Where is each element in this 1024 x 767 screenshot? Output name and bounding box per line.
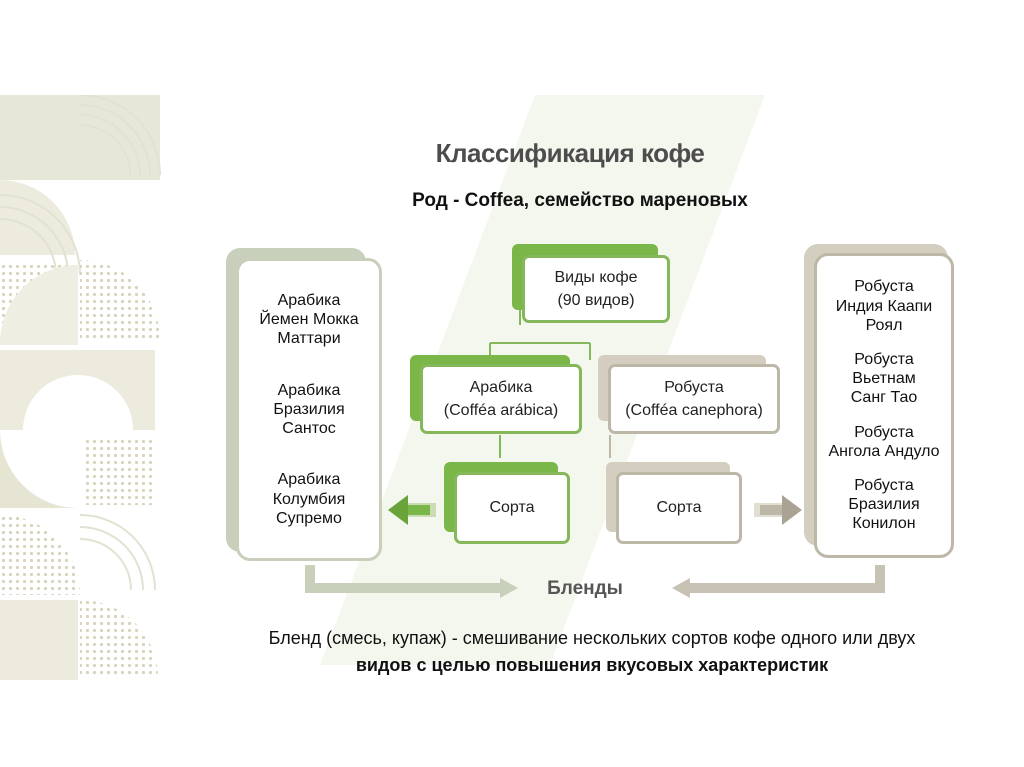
arabica-variety-item: Арабика Бразилия Сантос xyxy=(273,381,345,438)
varieties-label: Сорта xyxy=(656,499,702,517)
species-box-arabica: Арабика (Cofféa arábica) xyxy=(420,364,582,434)
blend-definition: Бленд (смесь, купаж) - смешивание нескол… xyxy=(150,625,1024,679)
varieties-box-arabica: Сорта xyxy=(454,472,570,544)
robusta-variety-item: Робуста Ангола Андуло xyxy=(828,423,940,460)
root-species-box: Виды кофе (90 видов) xyxy=(522,255,670,323)
varieties-box-robusta: Сорта xyxy=(616,472,742,544)
blends-label: Бленды xyxy=(547,578,623,599)
species-latin: (Cofféa arábica) xyxy=(443,402,559,419)
species-latin: (Cofféa canephora) xyxy=(625,402,763,419)
robusta-variety-item: Робуста Вьетнам Санг Тао xyxy=(850,351,918,407)
arabica-varieties-panel: Арабика Йемен Мокка Маттари Арабика Браз… xyxy=(236,258,382,561)
species-box-robusta: Робуста (Cofféa canephora) xyxy=(608,364,780,434)
species-name: Арабика xyxy=(469,378,533,396)
blend-definition-line2: видов с целью повышения вкусовых характе… xyxy=(355,655,829,675)
root-line1: Виды кофе xyxy=(554,268,638,286)
varieties-label: Сорта xyxy=(489,499,535,517)
arabica-variety-item: Арабика Колумбия Супремо xyxy=(272,471,346,527)
page-title: Классификация кофе xyxy=(435,138,705,168)
root-line2: (90 видов) xyxy=(557,292,635,309)
arrow-right-icon xyxy=(754,495,802,525)
arabica-variety-item: Арабика Йемен Мокка Маттари xyxy=(259,292,359,348)
decorative-pattern xyxy=(0,95,161,680)
species-name: Робуста xyxy=(664,378,724,396)
page-subtitle: Род - Coffea, семейство мареновых xyxy=(412,190,748,211)
robusta-variety-item: Робуста Индия Каапи Роял xyxy=(835,278,933,334)
arrow-left-icon xyxy=(388,495,436,525)
robusta-variety-item: Робуста Бразилия Конилон xyxy=(848,476,920,533)
robusta-varieties-panel: Робуста Индия Каапи Роял Робуста Вьетнам… xyxy=(814,253,954,558)
blend-definition-line1: Бленд (смесь, купаж) - смешивание нескол… xyxy=(268,628,916,648)
